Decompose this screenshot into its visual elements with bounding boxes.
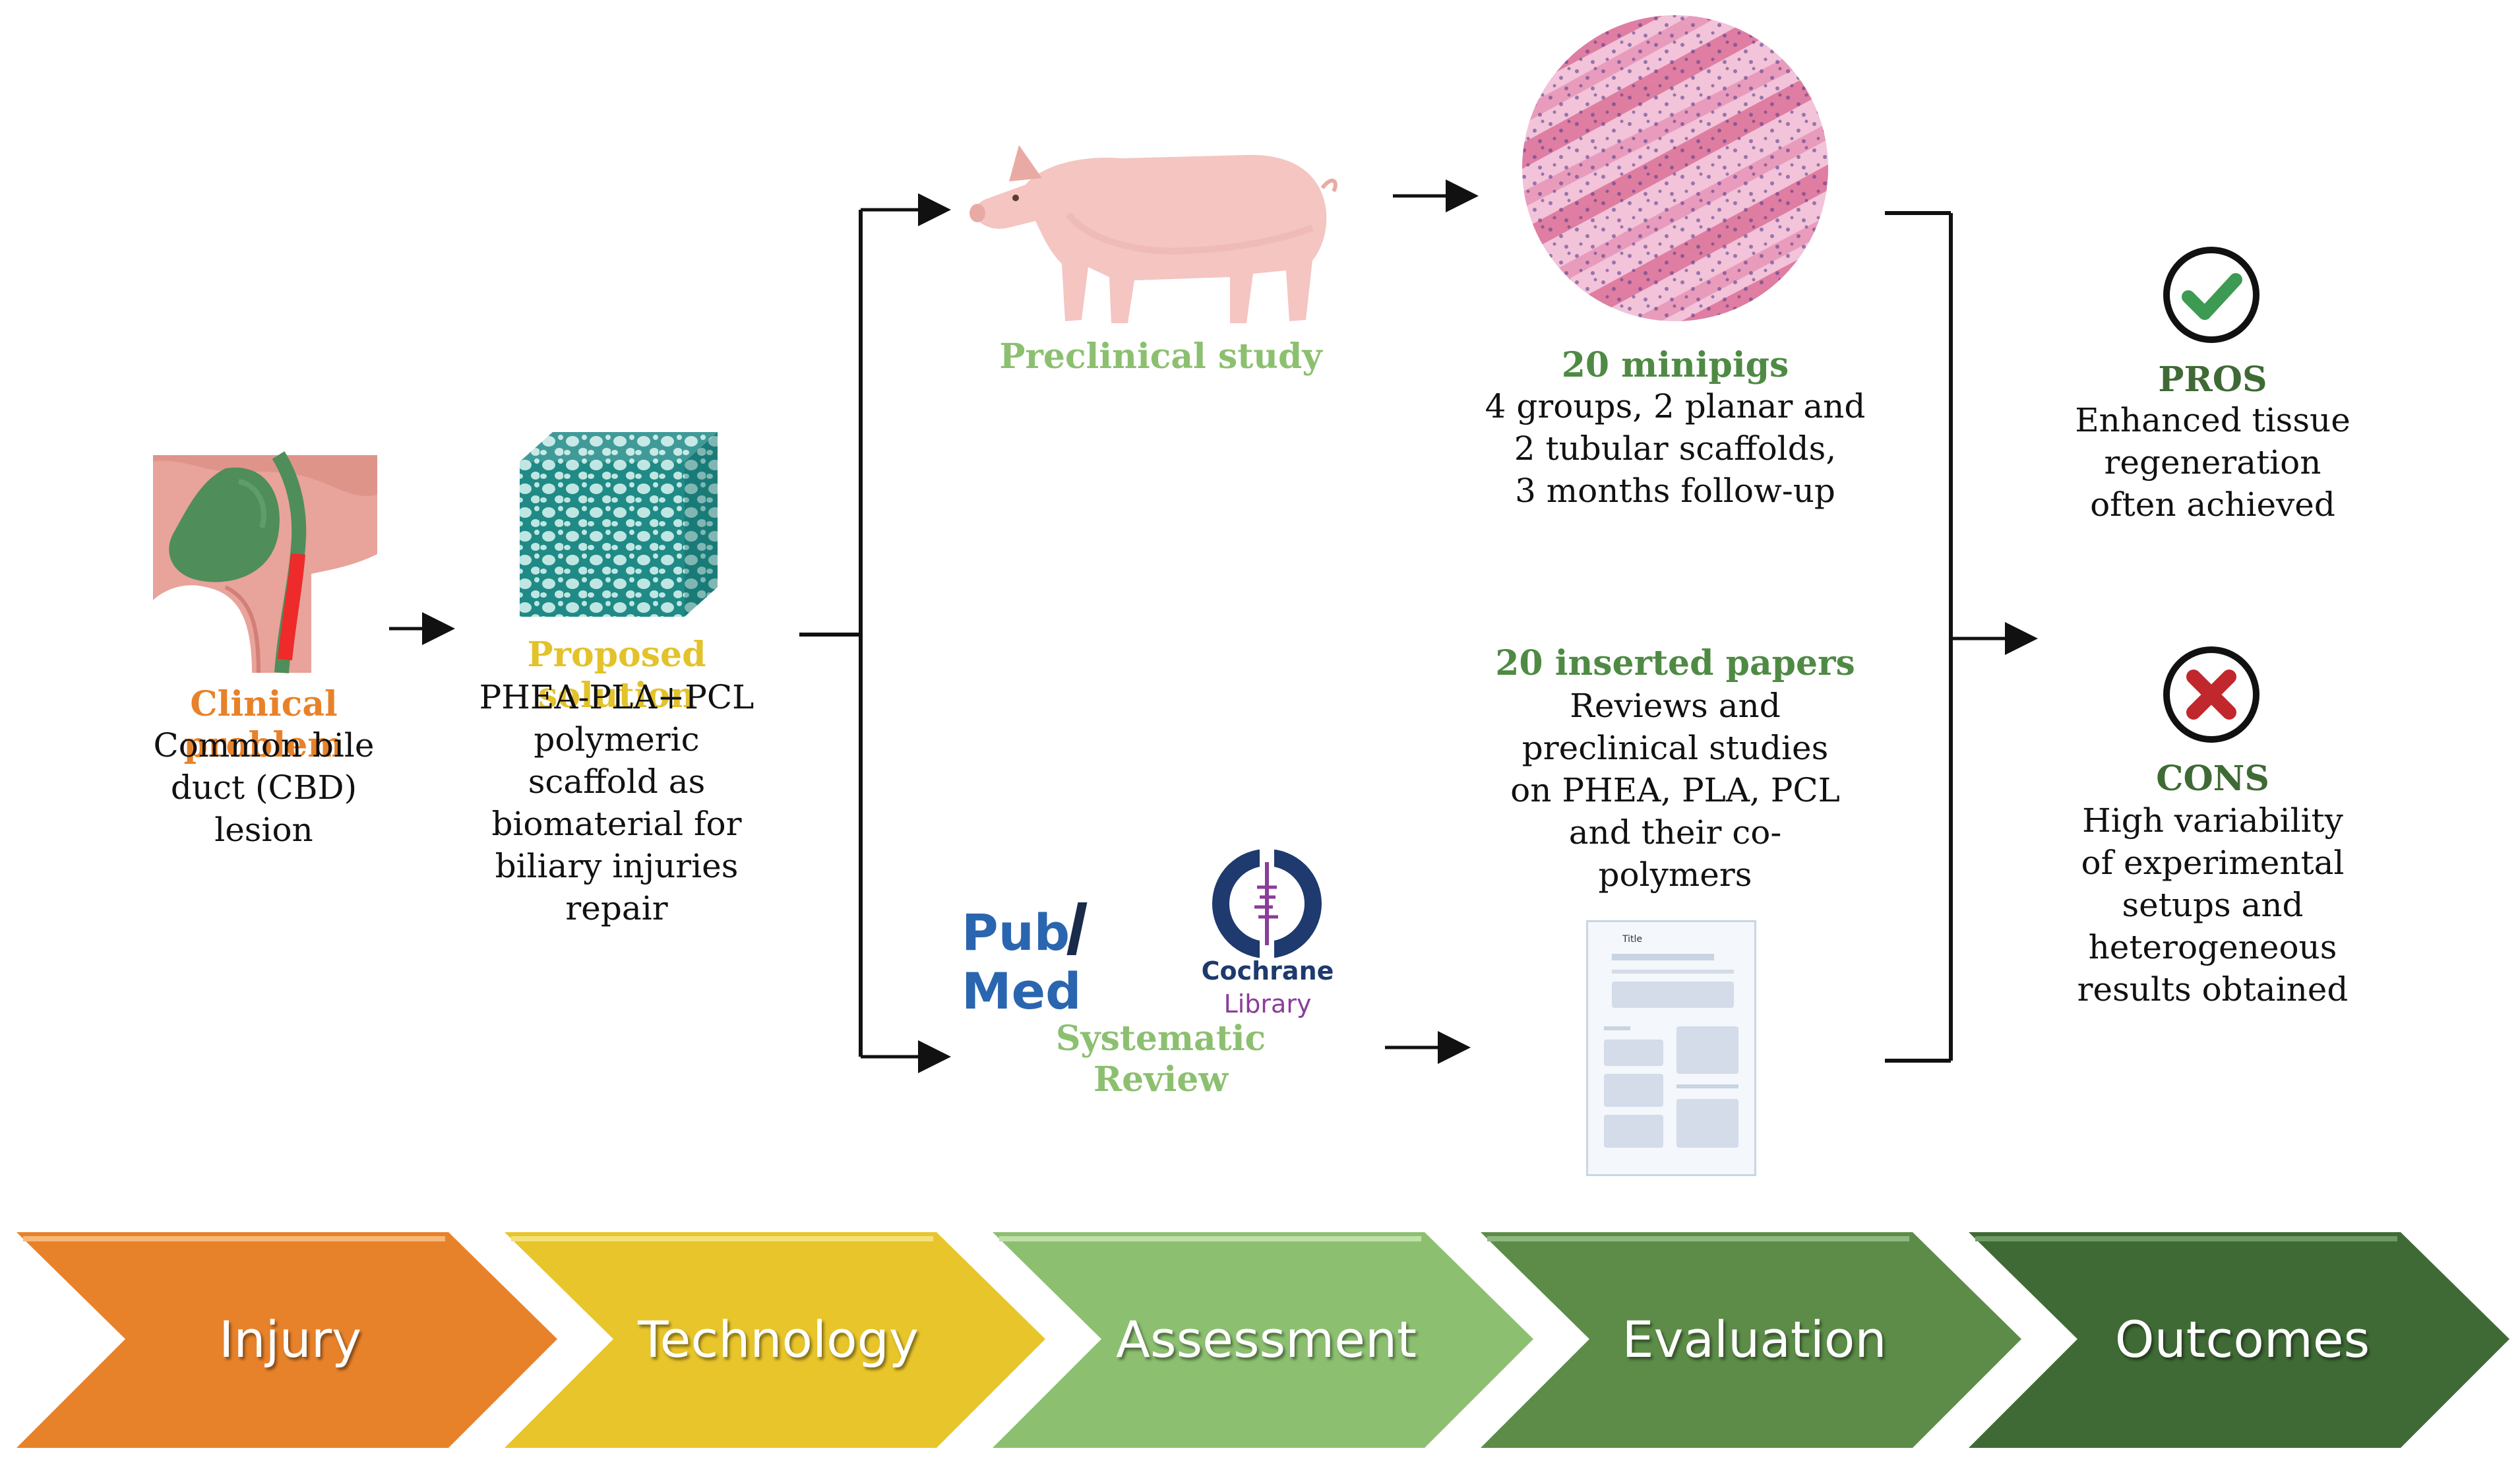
chevron-evaluation — [1481, 1232, 2021, 1448]
scaffold-cube-illustration — [520, 432, 718, 617]
cross-icon — [2163, 646, 2259, 743]
cons-title: CONS — [2156, 759, 2269, 799]
chevron-technology — [505, 1232, 1045, 1448]
clinical-problem-text: Common bile duct (CBD) lesion — [153, 726, 375, 849]
pubmed-med-text: Med — [962, 962, 1082, 1020]
pros-text: Enhanced tissue regeneration often achie… — [2075, 401, 2351, 524]
papers-title: 20 inserted papers — [1495, 643, 1855, 683]
cons-text: High variability of experimental setups … — [2077, 801, 2349, 1009]
histology-image — [1522, 15, 1828, 321]
chevron-assessment — [993, 1232, 1533, 1448]
stage-label-injury: Injury — [218, 1310, 362, 1369]
cochrane-logo-icon — [1212, 848, 1322, 960]
papers-text: Reviews and preclinical studies on PHEA,… — [1510, 687, 1840, 894]
preclinical-study-title: Preclinical study — [999, 336, 1322, 377]
cochrane-text: Cochrane — [1201, 956, 1334, 985]
minipigs-text: 4 groups, 2 planar and 2 tubular scaffol… — [1485, 387, 1866, 510]
chevron-injury — [16, 1232, 557, 1448]
stage-label-technology: Technology — [638, 1310, 919, 1369]
pubmed-logo: PubMed — [962, 902, 1179, 1020]
document-illustration: Title — [1586, 920, 1756, 1176]
minipigs-title: 20 minipigs — [1561, 345, 1789, 385]
stage-label-evaluation: Evaluation — [1622, 1310, 1887, 1369]
library-text: Library — [1223, 989, 1312, 1018]
chevron-outcomes — [1969, 1232, 2509, 1448]
clinical-problem-title: Clinical problem — [183, 684, 344, 765]
pig-illustration — [969, 145, 1337, 323]
stage-label-outcomes: Outcomes — [2114, 1310, 2370, 1369]
stage-label-assessment: Assessment — [1116, 1310, 1417, 1369]
pubmed-pub-text: Pub — [962, 903, 1070, 962]
systematic-review-title: Systematic Review — [1055, 1018, 1266, 1100]
check-icon — [2163, 247, 2259, 343]
gallbladder-illustration — [153, 451, 377, 673]
document-title: Title — [1622, 934, 1643, 945]
proposed-solution-title: Proposed solution — [527, 635, 706, 716]
pros-title: PROS — [2158, 359, 2267, 400]
proposed-solution-text: PHEA-PLA+PCL polymeric scaffold as bioma… — [479, 678, 754, 927]
